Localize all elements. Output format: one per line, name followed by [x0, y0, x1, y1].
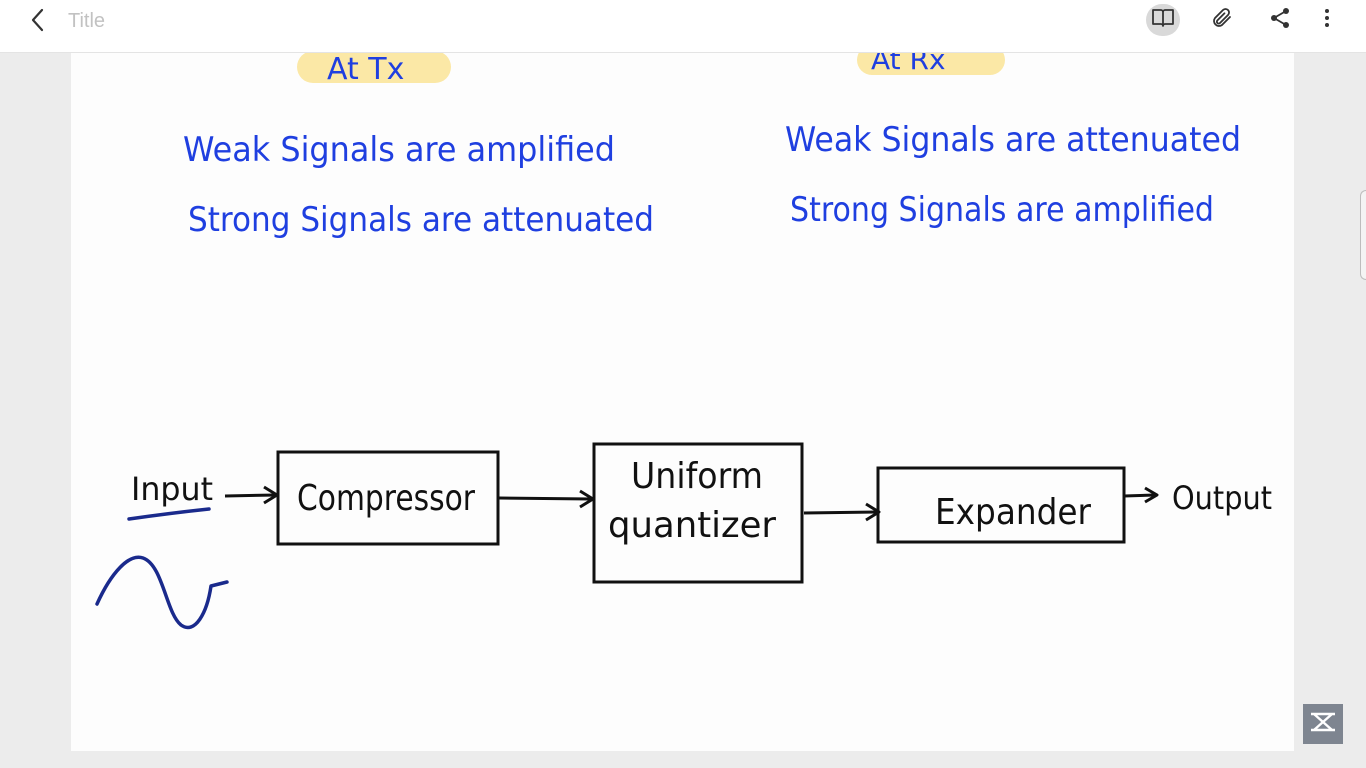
heading-at-tx: At Tx: [327, 53, 404, 87]
rx-strong-signals-line: Strong Signals are amplified: [790, 190, 1214, 230]
side-scroll-handle[interactable]: [1360, 190, 1366, 280]
paperclip-icon: [1210, 6, 1234, 35]
attach-button[interactable]: [1205, 4, 1239, 36]
share-icon: [1269, 7, 1291, 34]
uniform-quantizer-block: [592, 442, 804, 584]
input-label: Input: [131, 470, 213, 508]
back-button[interactable]: [22, 6, 54, 38]
expander-label: Expander: [935, 492, 1091, 533]
note-page[interactable]: At Tx At Rx Weak Signals are amplified S…: [71, 53, 1294, 751]
note-title[interactable]: Title: [68, 10, 106, 32]
rx-weak-signals-line: Weak Signals are attenuated: [785, 120, 1241, 160]
quantizer-label-line2: quantizer: [608, 505, 776, 546]
tx-weak-signals-line: Weak Signals are amplified: [183, 130, 615, 170]
arrow-expander-to-output: [1123, 493, 1156, 498]
arrow-quantizer-to-expander: [803, 510, 878, 515]
arrow-compressor-to-quantizer: [498, 496, 592, 501]
channel-logo-icon: [1308, 711, 1338, 738]
heading-right-highlight: [857, 53, 1005, 75]
heading-left-highlight: [297, 53, 451, 83]
handwritten-canvas: At Tx At Rx Weak Signals are amplified S…: [95, 53, 1272, 629]
share-button[interactable]: [1263, 4, 1297, 36]
channel-watermark: [1303, 704, 1343, 744]
expander-block: [876, 466, 1126, 544]
output-label: Output: [1172, 479, 1272, 517]
compressor-label: Compressor: [297, 478, 475, 519]
more-vertical-icon: [1324, 7, 1330, 34]
tx-strong-signals-line: Strong Signals are attenuated: [188, 200, 654, 240]
compressor-block: [276, 450, 500, 546]
reading-mode-button[interactable]: [1146, 4, 1180, 36]
arrow-input-to-compressor: [224, 493, 277, 498]
input-underline: [127, 507, 211, 521]
chevron-left-icon: [28, 6, 48, 39]
book-open-icon: [1151, 7, 1175, 34]
quantizer-label-line1: Uniform: [631, 456, 763, 497]
top-app-bar: Title: [0, 0, 1366, 53]
more-button[interactable]: [1310, 4, 1344, 36]
heading-at-rx: At Rx: [871, 53, 946, 76]
sine-wave-sketch: [95, 555, 229, 629]
